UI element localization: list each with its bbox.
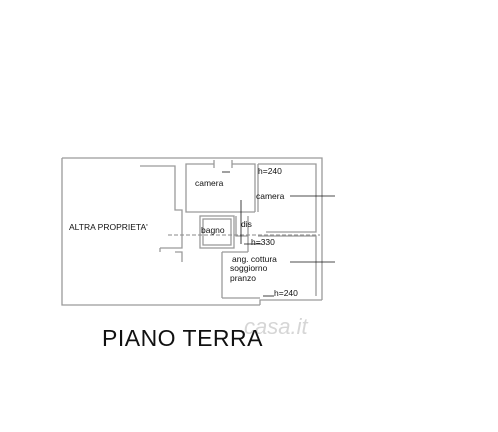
label-ang-cottura: ang. cottura — [232, 254, 277, 264]
label-h-mid: h=330 — [251, 237, 275, 247]
label-h-top: h=240 — [258, 166, 282, 176]
label-soggiorno: soggiorno — [230, 263, 268, 273]
room-camera-1 — [185, 160, 256, 213]
watermark-logo: casa.it — [244, 314, 308, 339]
label-dis: dis — [241, 219, 252, 229]
leader-lines — [222, 171, 335, 297]
page-title: PIANO TERRA — [102, 325, 263, 351]
room-camera-2 — [257, 163, 317, 233]
label-pranzo: pranzo — [230, 273, 256, 283]
label-camera-1: camera — [195, 178, 224, 188]
room-bagno — [199, 215, 235, 249]
outer-wall — [61, 157, 323, 306]
room-dis — [235, 216, 249, 252]
label-bagno: bagno — [201, 225, 225, 235]
label-h-bottom: h=240 — [274, 288, 298, 298]
boundary-line — [140, 165, 183, 262]
label-camera-2: camera — [256, 191, 285, 201]
label-altra-proprieta: ALTRA PROPRIETA' — [69, 222, 148, 232]
room-soggiorno — [221, 235, 317, 299]
